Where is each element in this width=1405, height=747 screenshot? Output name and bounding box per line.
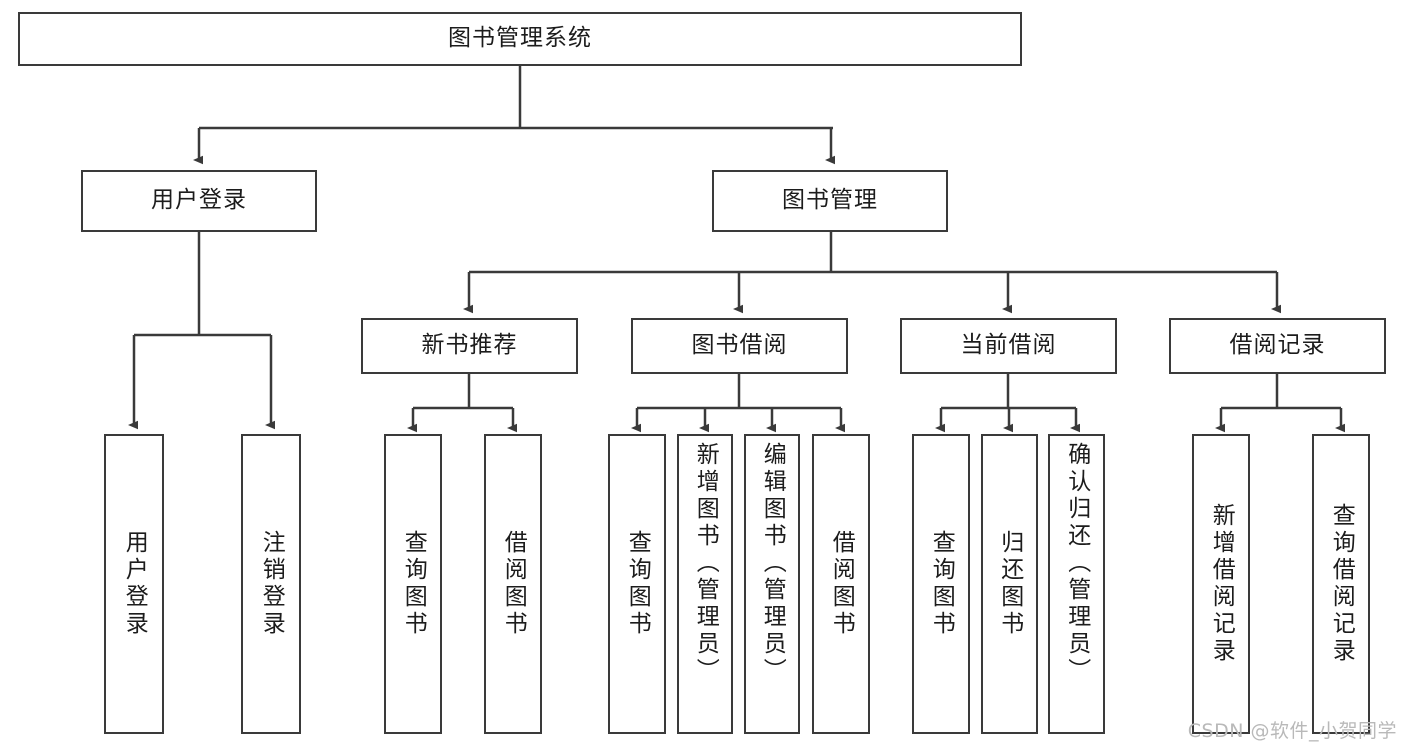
node-leaf-add-record[interactable]: 新增借阅记录 [1192, 434, 1250, 734]
node-label: 查询图书 [624, 530, 651, 638]
node-label: 编辑图书（管理员） [759, 442, 786, 685]
node-label: 借阅图书 [500, 530, 527, 638]
node-label: 图书管理系统 [448, 25, 592, 52]
node-label: 用户登录 [121, 530, 148, 638]
node-label: 当前借阅 [960, 332, 1057, 359]
node-label: 新增图书（管理员） [692, 442, 719, 685]
node-label: 用户登录 [151, 187, 247, 214]
node-user-login[interactable]: 用户登录 [81, 170, 317, 232]
node-borrow-record[interactable]: 借阅记录 [1169, 318, 1386, 374]
node-book-borrow[interactable]: 图书借阅 [631, 318, 848, 374]
node-label: 借阅记录 [1229, 332, 1326, 359]
node-label: 图书管理 [782, 187, 878, 214]
node-leaf-edit-book[interactable]: 编辑图书（管理员） [744, 434, 800, 734]
node-label: 查询图书 [928, 530, 955, 638]
node-new-book-recommend[interactable]: 新书推荐 [361, 318, 578, 374]
node-label: 归还图书 [996, 530, 1023, 638]
node-label: 确认归还（管理员） [1063, 442, 1090, 685]
node-label: 新增借阅记录 [1208, 503, 1235, 665]
node-book-management[interactable]: 图书管理 [712, 170, 948, 232]
node-label: 注销登录 [258, 530, 285, 638]
node-leaf-query-book-2[interactable]: 查询图书 [608, 434, 666, 734]
node-leaf-query-record[interactable]: 查询借阅记录 [1312, 434, 1370, 734]
node-label: 查询借阅记录 [1328, 503, 1355, 665]
node-leaf-user-logout[interactable]: 注销登录 [241, 434, 301, 734]
node-leaf-user-login[interactable]: 用户登录 [104, 434, 164, 734]
node-label: 图书借阅 [691, 332, 788, 359]
node-leaf-confirm-return[interactable]: 确认归还（管理员） [1048, 434, 1105, 734]
node-leaf-query-book-1[interactable]: 查询图书 [384, 434, 442, 734]
node-label: 新书推荐 [421, 332, 518, 359]
node-label: 查询图书 [400, 530, 427, 638]
node-leaf-add-book[interactable]: 新增图书（管理员） [677, 434, 733, 734]
node-root-system[interactable]: 图书管理系统 [18, 12, 1022, 66]
node-current-borrow[interactable]: 当前借阅 [900, 318, 1117, 374]
node-leaf-return-book[interactable]: 归还图书 [981, 434, 1038, 734]
node-leaf-borrow-book-1[interactable]: 借阅图书 [484, 434, 542, 734]
node-leaf-query-book-3[interactable]: 查询图书 [912, 434, 970, 734]
node-label: 借阅图书 [828, 530, 855, 638]
node-leaf-borrow-book-2[interactable]: 借阅图书 [812, 434, 870, 734]
